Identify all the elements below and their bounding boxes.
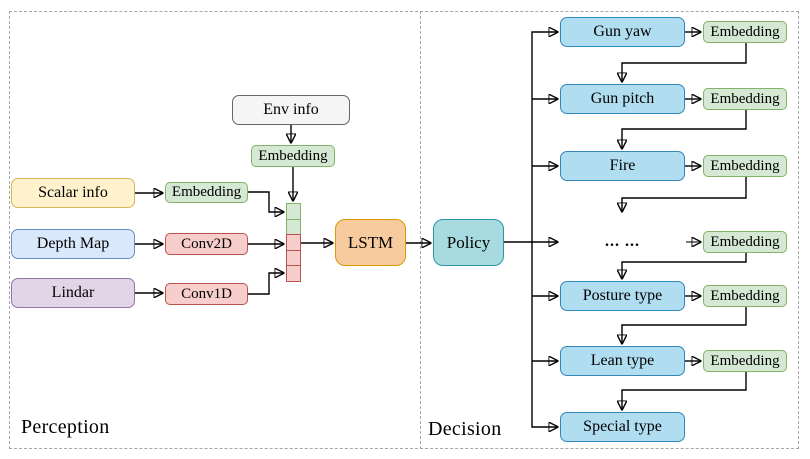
perception-decision-divider xyxy=(420,11,421,449)
stack-segment-red-2 xyxy=(286,249,301,267)
stack-segment-green-1 xyxy=(286,203,301,220)
action-special-type-node: Special type xyxy=(560,412,685,442)
action-gun-pitch-node: Gun pitch xyxy=(560,84,685,114)
action-fire-node: Fire xyxy=(560,151,685,181)
decision-label: Decision xyxy=(428,418,502,440)
stack-segment-red-1 xyxy=(286,234,301,251)
scalar-embedding-node: Embedding xyxy=(165,182,248,203)
embedding-gun-pitch-node: Embedding xyxy=(703,88,787,110)
action-lean-type-node: Lean type xyxy=(560,346,685,376)
embedding-gun-yaw-node: Embedding xyxy=(703,21,787,43)
embedding-posture-node: Embedding xyxy=(703,285,787,307)
conv1d-node: Conv1D xyxy=(165,283,248,305)
depth-map-node: Depth Map xyxy=(11,229,135,259)
diagram-dashed-border xyxy=(9,11,799,449)
scalar-info-node: Scalar info xyxy=(11,178,135,208)
stack-segment-red-3 xyxy=(286,265,301,282)
lindar-node: Lindar xyxy=(11,278,135,308)
action-ellipsis: ... ... xyxy=(605,233,640,250)
stack-segment-green-2 xyxy=(286,218,301,236)
env-info-node: Env info xyxy=(232,95,350,125)
action-posture-type-node: Posture type xyxy=(560,281,685,311)
embedding-lean-node: Embedding xyxy=(703,350,787,372)
action-gun-yaw-node: Gun yaw xyxy=(560,17,685,47)
env-embedding-node: Embedding xyxy=(251,145,335,167)
embedding-fire-node: Embedding xyxy=(703,155,787,177)
lstm-node: LSTM xyxy=(335,219,406,266)
feature-stack xyxy=(286,203,301,282)
policy-node: Policy xyxy=(433,219,504,266)
embedding-ellipsis-node: Embedding xyxy=(703,231,787,253)
perception-label: Perception xyxy=(21,416,110,438)
conv2d-node: Conv2D xyxy=(165,233,248,255)
